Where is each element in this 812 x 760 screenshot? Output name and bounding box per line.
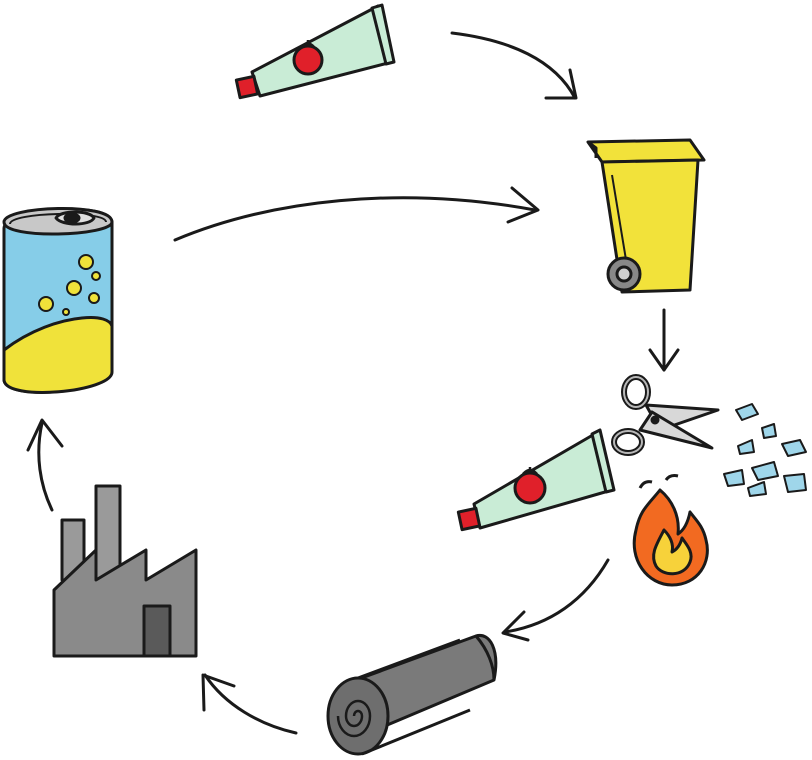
aluminium-flakes-icon <box>723 403 807 497</box>
aluminium-roll-icon <box>326 633 498 756</box>
arrows <box>26 31 680 735</box>
scissors-icon <box>611 374 720 456</box>
arrow-factory-to-can <box>26 418 64 512</box>
arrow-cutting-to-roll <box>501 558 610 642</box>
flame-icon <box>632 474 709 587</box>
can-bubbles-icon <box>38 254 101 316</box>
beverage-can-icon <box>2 206 114 394</box>
arrow-bin-to-cutting <box>648 308 680 372</box>
factory-icon <box>52 484 198 658</box>
tomato-icon <box>292 40 324 76</box>
arrow-roll-to-factory <box>201 673 298 735</box>
arrow-tube-to-bin <box>450 31 578 100</box>
tomato-icon <box>513 467 547 505</box>
tomato-paste-tube-icon <box>234 3 396 100</box>
yellow-recycling-bin-icon <box>586 138 706 294</box>
bin-wheel-icon <box>606 256 642 292</box>
tube-being-cut-icon <box>456 428 616 532</box>
arrow-can-to-bin <box>173 186 540 242</box>
